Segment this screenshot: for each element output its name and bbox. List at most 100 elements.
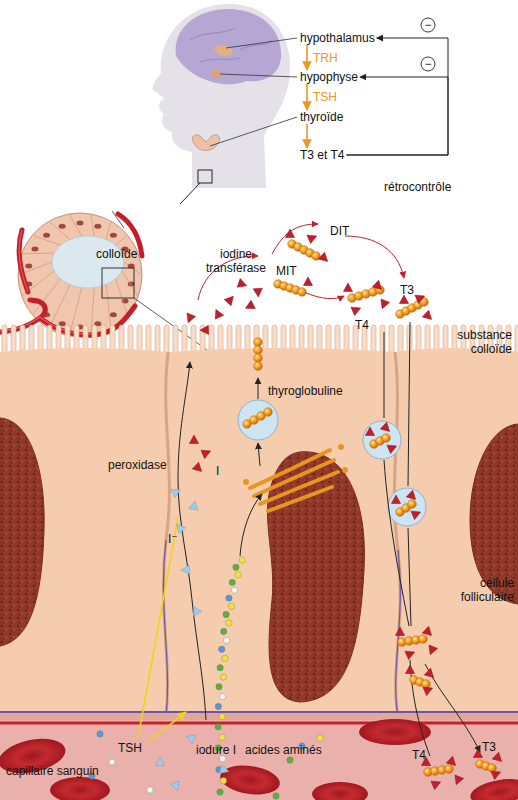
amino-acid — [287, 757, 293, 763]
iodine-atom — [372, 280, 385, 293]
iodine-atom — [415, 292, 426, 304]
secretion-arrow — [306, 84, 308, 110]
amino-acid — [273, 793, 279, 799]
inhibition-sign: − — [421, 57, 435, 71]
nucleus — [0, 418, 44, 646]
nucleus — [267, 452, 364, 702]
thyroglobulin-bead — [254, 362, 263, 371]
brain-fold — [190, 28, 272, 62]
iodine-atom — [473, 749, 482, 758]
amino-acid — [317, 735, 323, 741]
node-text: thyroïde — [300, 110, 343, 124]
follicle-nucleus — [25, 263, 32, 268]
amino-acid — [220, 674, 226, 680]
part-label: substance colloïde — [440, 328, 512, 356]
follicle-cell-border — [116, 235, 128, 245]
amino-acid — [215, 745, 221, 751]
part-label: iodure I — [196, 743, 236, 757]
iodine-atom — [491, 768, 502, 780]
follicle-cell-border — [106, 221, 111, 239]
red-blood-cell — [50, 777, 110, 800]
iodine-atom — [426, 645, 438, 656]
golgi-vesicle — [338, 444, 344, 450]
follicle-cell-border — [122, 271, 138, 296]
amino-acid — [233, 564, 239, 570]
iodine-atom — [243, 300, 255, 312]
iodide-ion — [219, 765, 230, 776]
iodine-atom — [224, 293, 237, 305]
molecules — [89, 229, 505, 799]
flow-step: T3 et T4 — [300, 148, 344, 162]
coupling-arrow — [304, 292, 344, 299]
part-label: I⁻ — [168, 532, 178, 546]
follicle-nucleus — [94, 224, 101, 229]
amino-acid — [223, 637, 229, 643]
thyroglobulin-bead — [445, 765, 454, 774]
follicle-colloid — [52, 236, 124, 288]
thyroid-shape — [193, 135, 220, 151]
basement-membrane — [0, 712, 518, 720]
iodine-atom — [318, 252, 331, 265]
amino-acid — [222, 655, 228, 661]
amino-acid — [97, 731, 103, 737]
leader-line — [210, 117, 297, 146]
iodine-atom — [399, 295, 408, 304]
follicle-cell-border — [49, 221, 70, 239]
iodine-atom — [378, 299, 390, 310]
amino-acid — [219, 755, 225, 761]
thyroglobulin-bead — [254, 346, 263, 355]
red-blood-cell — [0, 733, 69, 778]
follicle-nucleus — [43, 233, 50, 238]
amino-acid — [109, 759, 115, 765]
iodine-atom — [422, 310, 435, 323]
secretion-arrow — [306, 124, 308, 148]
leader-line — [112, 211, 124, 228]
iodide-ion — [181, 565, 190, 575]
exocytosis-arrow — [258, 378, 259, 399]
follicle-cell-border — [122, 253, 138, 255]
node-text: hypophyse — [300, 70, 358, 84]
part-label: T4 — [355, 318, 369, 332]
iodine-atom — [424, 668, 437, 681]
golgi-to-vesicle — [258, 443, 260, 466]
tsh-arrow — [138, 518, 186, 742]
hormone-label: TSH — [313, 90, 337, 104]
part-label: thyroglobuline — [268, 384, 343, 398]
iodine-atom — [395, 627, 404, 636]
amino-acid-path — [240, 494, 262, 556]
amino-acid — [229, 579, 235, 585]
part-label: T3 — [400, 283, 414, 297]
part-label: I — [216, 464, 219, 478]
amino-acid — [235, 572, 241, 578]
leader-line — [226, 38, 297, 48]
pituitary-shape — [211, 70, 221, 78]
zoom-box — [102, 268, 134, 298]
iodine-atom — [446, 756, 459, 769]
amino-acid — [223, 611, 229, 617]
amino-acid — [217, 789, 223, 795]
zoom-box — [198, 170, 212, 183]
iodine-atom — [351, 304, 362, 316]
amino-acid — [220, 628, 226, 634]
follicle-nucleus — [110, 233, 117, 238]
cell-layer — [0, 348, 518, 716]
amino-acid — [219, 646, 225, 652]
amino-acid — [215, 703, 221, 709]
iodine-atom — [365, 427, 374, 436]
part-label: acides aminés — [245, 743, 322, 757]
hormone-label: TRH — [313, 51, 338, 65]
part-label: capillaire sanguin — [6, 764, 99, 778]
cell-membrane — [163, 352, 400, 716]
red-blood-cell — [359, 719, 431, 745]
iodine-atom — [184, 313, 196, 324]
iodine-atom — [406, 490, 419, 503]
part-label: T3 — [482, 740, 496, 754]
part-label: iodine transférase — [203, 247, 269, 275]
amino-acid — [231, 587, 237, 593]
part-label: colloïde — [96, 247, 137, 261]
follicle-nucleus — [77, 221, 84, 226]
golgi-vesicle — [243, 479, 249, 485]
iodine-atom — [380, 422, 393, 435]
inhibition-circle — [421, 57, 435, 71]
